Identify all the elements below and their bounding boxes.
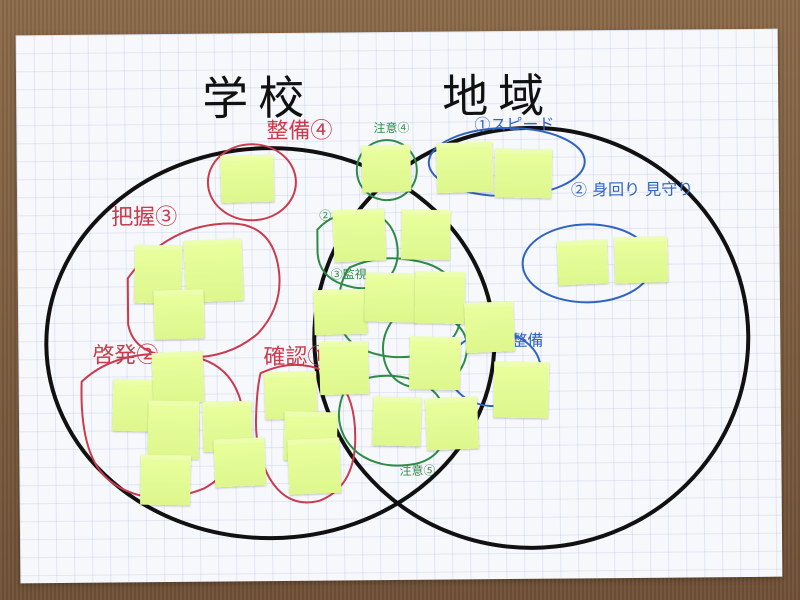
- school-seibi-group: [206, 143, 297, 222]
- region-speed-label: ①スピード: [474, 114, 555, 135]
- school-seibi-label: 整備④: [266, 118, 333, 145]
- sticky-note: [140, 454, 191, 506]
- sticky-note: [220, 154, 275, 204]
- sticky-note: [436, 141, 494, 194]
- center-kanshi-label: ③監視: [330, 267, 367, 282]
- sticky-note: [409, 336, 461, 391]
- sticky-note: [556, 239, 609, 286]
- sticky-note: [400, 209, 451, 261]
- sticky-note: [493, 361, 550, 419]
- center-chui-bottom-label: 注意⑤: [399, 463, 436, 479]
- region-circle: [312, 125, 751, 550]
- sticky-note: [332, 208, 387, 263]
- sticky-note: [364, 272, 418, 323]
- school-keihatsu-label: 啓発②: [92, 343, 159, 369]
- sticky-note: [424, 396, 480, 451]
- region-mimawari-label: ② 身回り 見守り: [570, 179, 694, 200]
- region-seibi-label: 整備: [511, 330, 544, 351]
- sticky-note: [372, 396, 422, 447]
- poster-sheet: 学校 地域 整備④ 把握③ 啓発② 確認① 注意④ ②ルール ③監視 注意⑤ ①…: [15, 28, 783, 584]
- sticky-note: [614, 236, 669, 284]
- center-chui-top-group: [355, 139, 418, 202]
- center-chui-top-label: 注意④: [373, 120, 410, 136]
- sticky-note: [313, 288, 368, 336]
- school-haaku-label: 把握③: [111, 204, 178, 231]
- sticky-note: [318, 340, 370, 396]
- sticky-note: [153, 289, 205, 340]
- sticky-note: [414, 271, 466, 325]
- sticky-note: [361, 144, 412, 193]
- sticky-note: [151, 350, 205, 405]
- sticky-note: [464, 301, 516, 354]
- sticky-note: [494, 148, 553, 199]
- sticky-note: [287, 437, 342, 495]
- sticky-note: [147, 400, 200, 460]
- sticky-note: [213, 437, 267, 488]
